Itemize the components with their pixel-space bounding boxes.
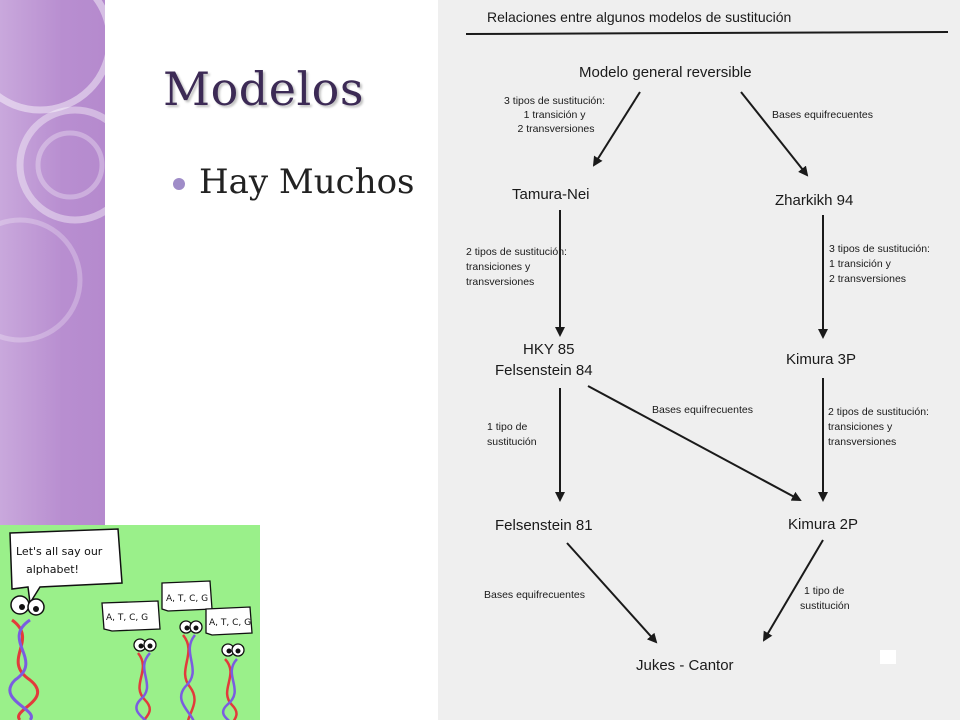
edge-label-line: 1 tipo de <box>487 421 527 433</box>
edge-label-line: transversiones <box>828 436 896 448</box>
dna-cartoon-image: Let's all say our alphabet! A, T, C, G A… <box>0 525 260 720</box>
edge-label-line: 1 transición y <box>524 109 587 121</box>
speech-bubble-main <box>9 528 123 606</box>
speech-line: alphabet! <box>26 563 79 576</box>
edge-general-tamura <box>592 91 641 167</box>
node-tamura-nei: Tamura-Nei <box>512 186 590 203</box>
dna-strand-large <box>8 595 45 720</box>
speech-bubble-small <box>205 606 253 636</box>
edge-label-line: transiciones y <box>466 261 531 273</box>
speech-bubble-small <box>161 580 213 612</box>
edge-kimura2p-jc <box>762 539 824 642</box>
edge-hky-kimura2p <box>587 385 802 501</box>
edge-label-line: 1 transición y <box>829 258 892 270</box>
dna-strand-small <box>133 638 157 720</box>
model-relations-diagram: Relaciones entre algunos modelos de sust… <box>465 9 949 674</box>
speech-bubble-small <box>101 600 161 632</box>
edge-label-hky-f81: 1 tipo de sustitución <box>487 421 537 448</box>
edge-label-line: 2 tipos de sustitución: <box>466 246 567 258</box>
edge-label-line: 3 tipos de sustitución: <box>504 95 605 107</box>
node-kimura-2p: Kimura 2P <box>788 516 858 533</box>
edge-label-hky-kimura2p: Bases equifrecuentes <box>652 404 753 416</box>
node-felsenstein84: Felsenstein 84 <box>495 362 593 379</box>
edge-label-kimura2p-jc: 1 tipo de sustitución <box>800 585 850 612</box>
speech-text-small: A, T, C, G <box>106 613 148 623</box>
edge-label-line: transversiones <box>466 276 534 288</box>
slide-title: Modelos <box>163 62 364 116</box>
sidebar-swirl-decoration <box>0 0 105 343</box>
edge-label-line: sustitución <box>487 436 537 448</box>
scanned-diagram: Relaciones entre algunos modelos de sust… <box>438 0 960 720</box>
diagram-heading: Relaciones entre algunos modelos de sust… <box>487 9 791 25</box>
node-jukes-cantor: Jukes - Cantor <box>636 657 734 674</box>
dna-strand-small <box>179 620 203 720</box>
edge-label-line: 2 tipos de sustitución: <box>828 406 929 418</box>
edge-label-general-zharkikh: Bases equifrecuentes <box>772 109 873 121</box>
speech-text-main: Let's all say our alphabet! <box>16 545 106 576</box>
edge-label-line: 3 tipos de sustitución: <box>829 243 930 255</box>
node-hky85: HKY 85 <box>523 341 574 358</box>
edge-label-tamura-hky: 2 tipos de sustitución: transiciones y t… <box>466 246 570 288</box>
speech-line: Let's all say our <box>16 545 103 558</box>
edge-label-f81-jc: Bases equifrecuentes <box>484 589 585 601</box>
speech-text-small: A, T, C, G <box>166 594 208 604</box>
edge-general-zharkikh <box>740 91 809 177</box>
scan-white-speck <box>880 650 896 664</box>
bullet-dot <box>173 178 185 190</box>
bullet-item: Hay Muchos <box>173 162 415 202</box>
dna-cartoon-drawing: Let's all say our alphabet! A, T, C, G A… <box>8 528 253 720</box>
edge-label-zharkikh-kimura3p: 3 tipos de sustitución: 1 transición y 2… <box>829 243 933 285</box>
node-zharkikh-94: Zharkikh 94 <box>775 192 853 209</box>
edge-label-line: transiciones y <box>828 421 893 433</box>
edge-label-line: 2 transversiones <box>829 273 906 285</box>
bullet-text: Hay Muchos <box>199 162 415 202</box>
speech-text-small: A, T, C, G <box>209 618 251 628</box>
node-felsenstein81: Felsenstein 81 <box>495 517 593 534</box>
edge-f81-jc <box>566 542 658 644</box>
edge-label-kimura3p-kimura2p: 2 tipos de sustitución: transiciones y t… <box>828 406 932 448</box>
edge-label-line: 2 transversiones <box>517 123 594 135</box>
node-general-reversible: Modelo general reversible <box>579 64 752 81</box>
heading-rule <box>465 31 949 35</box>
edge-label-general-tamura: 3 tipos de sustitución: 1 transición y 2… <box>504 95 608 135</box>
node-kimura-3p: Kimura 3P <box>786 351 856 368</box>
edge-label-line: sustitución <box>800 600 850 612</box>
edge-label-line: 1 tipo de <box>804 585 844 597</box>
dna-strand-small <box>221 643 245 720</box>
